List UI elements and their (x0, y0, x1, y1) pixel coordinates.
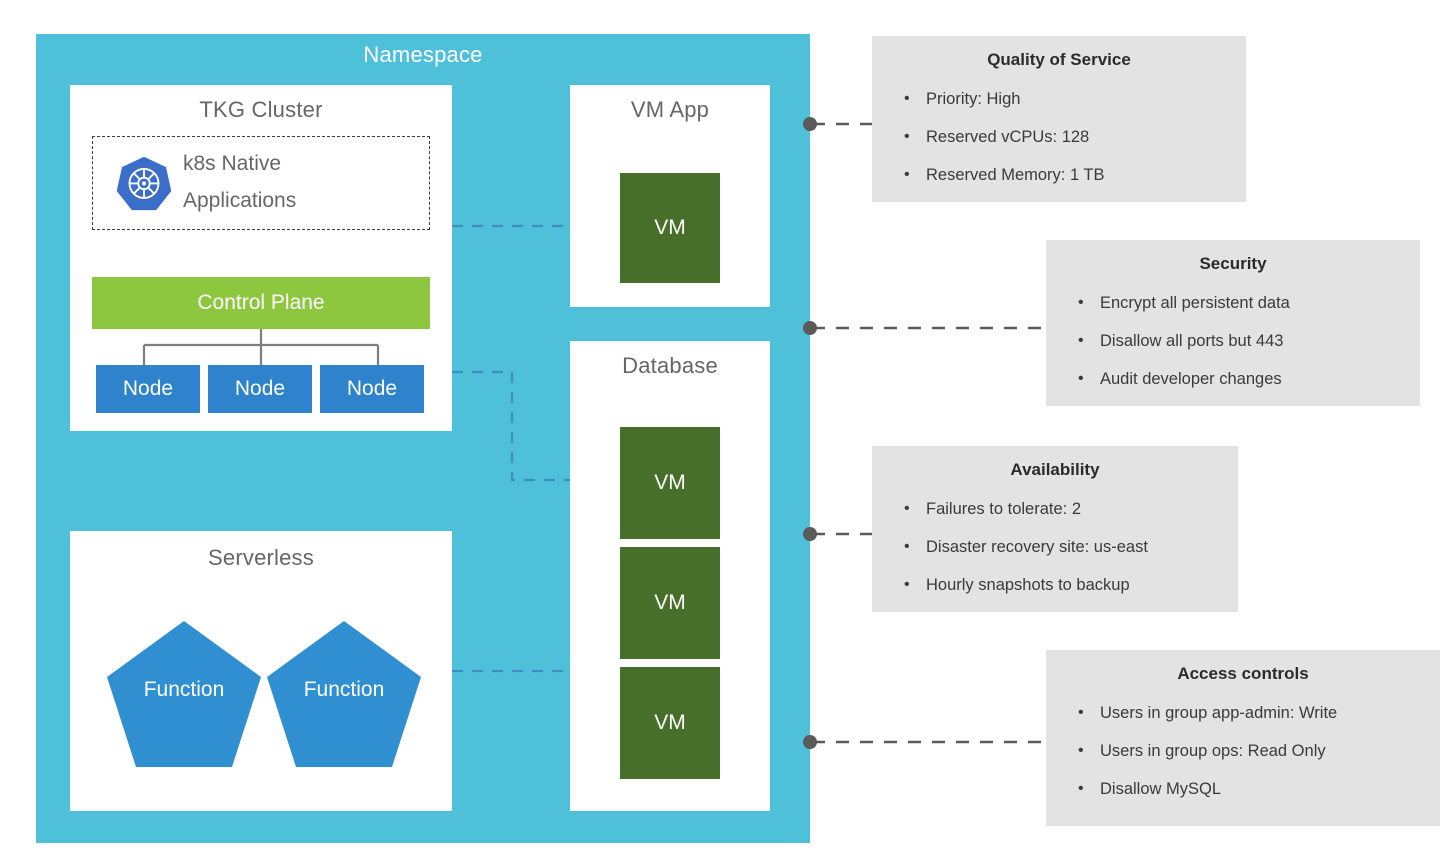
vm-box: VM (620, 427, 720, 539)
annotation-item-text: Hourly snapshots to backup (926, 576, 1130, 594)
annotation-item-text: Reserved Memory: 1 TB (926, 166, 1105, 184)
annotation-item: • Disaster recovery site: us-east (886, 528, 1224, 566)
vm-app-panel: VM App VM (570, 85, 770, 307)
k8s-native-applications-label: k8s Native Applications (183, 145, 423, 219)
node-box-2: Node (208, 365, 312, 413)
tkg-cluster-panel: TKG Cluster (70, 85, 452, 431)
annotation-item-text: Priority: High (926, 90, 1021, 108)
annotation-card-quality-of-service: Quality of Service • Priority: High • Rese… (872, 36, 1246, 202)
serverless-panel: Serverless Function Function (70, 531, 452, 811)
bullet-icon: • (1078, 742, 1084, 759)
bullet-icon: • (904, 128, 910, 145)
annotation-item-text: Reserved vCPUs: 128 (926, 128, 1090, 146)
database-panel: Database VM VM VM (570, 341, 770, 811)
function-label-2: Function (303, 678, 385, 701)
namespace-title: Namespace (363, 42, 483, 67)
k8s-native-line-2: Applications (183, 189, 297, 212)
function-pentagon-1 (105, 619, 263, 769)
annotation-item: • Encrypt all persistent data (1060, 284, 1406, 322)
vm-box: VM (620, 173, 720, 283)
tkg-cluster-title: TKG Cluster (199, 97, 323, 122)
annotation-item-text: Users in group ops: Read Only (1100, 742, 1326, 760)
vm-box: VM (620, 667, 720, 779)
annotation-title: Security (1199, 254, 1267, 273)
k8s-native-line-1: k8s Native (183, 152, 282, 175)
annotation-item-text: Disallow MySQL (1100, 780, 1222, 798)
annotation-item-text: Users in group app-admin: Write (1100, 704, 1338, 722)
bullet-icon: • (904, 166, 910, 183)
function-label-1: Function (143, 678, 225, 701)
annotation-item-text: Disaster recovery site: us-east (926, 538, 1148, 556)
bullet-icon: • (904, 576, 910, 593)
annotation-item: • Failures to tolerate: 2 (886, 490, 1224, 528)
annotation-title: Access controls (1177, 664, 1309, 683)
annotation-item: • Disallow MySQL (1060, 770, 1426, 808)
annotation-item-text: Audit developer changes (1100, 370, 1282, 388)
bullet-icon: • (1078, 780, 1084, 797)
bullet-icon: • (1078, 294, 1084, 311)
bullet-icon: • (904, 538, 910, 555)
annotation-item: • Hourly snapshots to backup (886, 566, 1224, 604)
kubernetes-logo-icon (115, 155, 173, 213)
annotation-item: • Priority: High (886, 80, 1232, 118)
k8s-native-applications-box: k8s Native Applications (92, 136, 430, 230)
annotation-card-access-controls: Access controls • Users in group app-admi… (1046, 650, 1440, 826)
annotation-card-security: Security • Encrypt all persistent data • D… (1046, 240, 1420, 406)
annotation-title: Availability (1010, 460, 1100, 479)
annotation-item-text: Failures to tolerate: 2 (926, 500, 1081, 518)
node-box-3: Node (320, 365, 424, 413)
serverless-title: Serverless (208, 545, 314, 570)
annotation-item: • Users in group ops: Read Only (1060, 732, 1426, 770)
node-box-1: Node (96, 365, 200, 413)
annotation-item-text: Disallow all ports but 443 (1100, 332, 1284, 350)
annotation-item: • Audit developer changes (1060, 360, 1406, 398)
annotation-list: • Users in group app-admin: Write • Users … (1046, 694, 1440, 822)
annotation-list: • Failures to tolerate: 2 • Disaster recov… (872, 490, 1238, 618)
annotation-item: • Reserved vCPUs: 128 (886, 118, 1232, 156)
bullet-icon: • (904, 500, 910, 517)
annotation-item: • Users in group app-admin: Write (1060, 694, 1426, 732)
control-plane-node-tree-connector (92, 329, 430, 365)
vm-app-title: VM App (630, 97, 710, 122)
control-plane-box: Control Plane (92, 277, 430, 329)
bullet-icon: • (1078, 704, 1084, 721)
annotation-list: • Priority: High • Reserved vCPUs: 128 • Re… (872, 80, 1246, 208)
annotation-list: • Encrypt all persistent data • Disallow a… (1046, 284, 1420, 412)
annotation-title: Quality of Service (987, 50, 1131, 69)
vm-box: VM (620, 547, 720, 659)
bullet-icon: • (904, 90, 910, 107)
annotation-item-text: Encrypt all persistent data (1100, 294, 1290, 312)
bullet-icon: • (1078, 370, 1084, 387)
function-pentagon-2 (265, 619, 423, 769)
bullet-icon: • (1078, 332, 1084, 349)
annotation-item: • Reserved Memory: 1 TB (886, 156, 1232, 194)
annotation-card-availability: Availability • Failures to tolerate: 2 • D… (872, 446, 1238, 612)
annotation-item: • Disallow all ports but 443 (1060, 322, 1406, 360)
database-title: Database (622, 353, 718, 378)
